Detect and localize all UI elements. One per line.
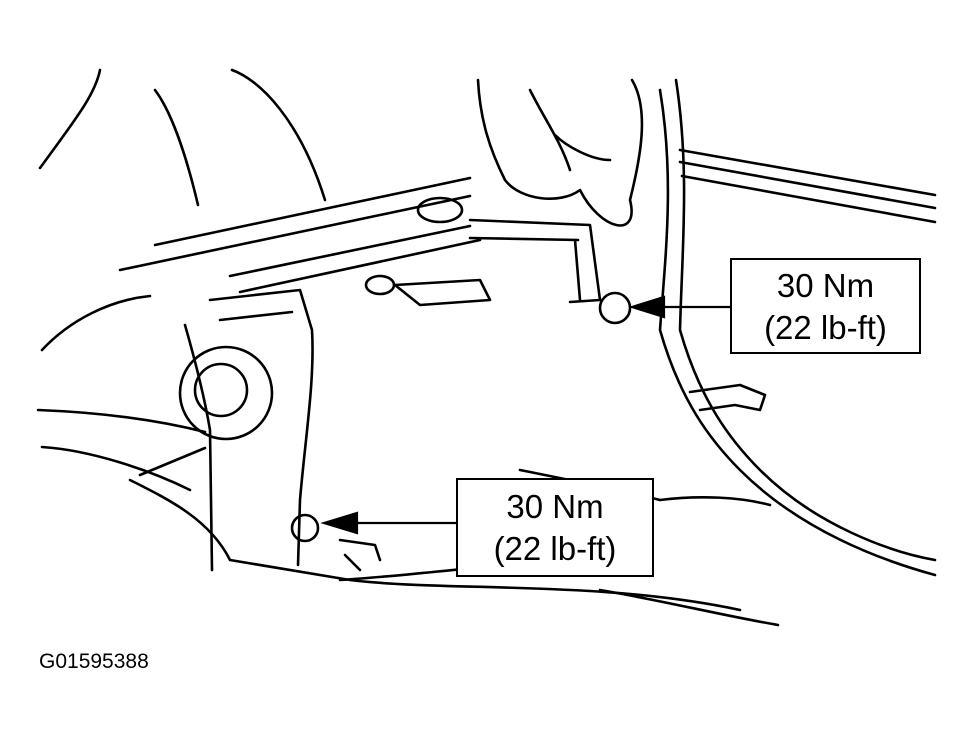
hand-outline [476,78,644,227]
torque-callout-upper: 30 Nm (22 lb-ft) [730,258,921,354]
bolt-lower [290,513,320,543]
torque-nm-upper: 30 Nm [776,267,875,304]
torque-nm-lower: 30 Nm [506,488,604,525]
bolt-upper [598,291,632,325]
figure-id: G01595388 [39,650,149,673]
torque-lbft-lower: (22 lb-ft) [493,530,617,567]
bushing-outer [178,345,274,441]
bushing-inner [193,362,249,418]
bracket-plate [208,288,314,567]
upper-rod [118,194,472,272]
torque-lbft-upper: (22 lb-ft) [764,309,887,346]
lower-rod [238,238,482,294]
arrowhead-upper [628,295,666,319]
torque-callout-lower: 30 Nm (22 lb-ft) [456,478,654,577]
body-panel-edge [658,88,937,577]
body-contour [153,88,200,207]
clip-plate [393,278,492,307]
body-contour-upper-left [38,68,102,170]
arrowhead-lower [320,511,359,535]
